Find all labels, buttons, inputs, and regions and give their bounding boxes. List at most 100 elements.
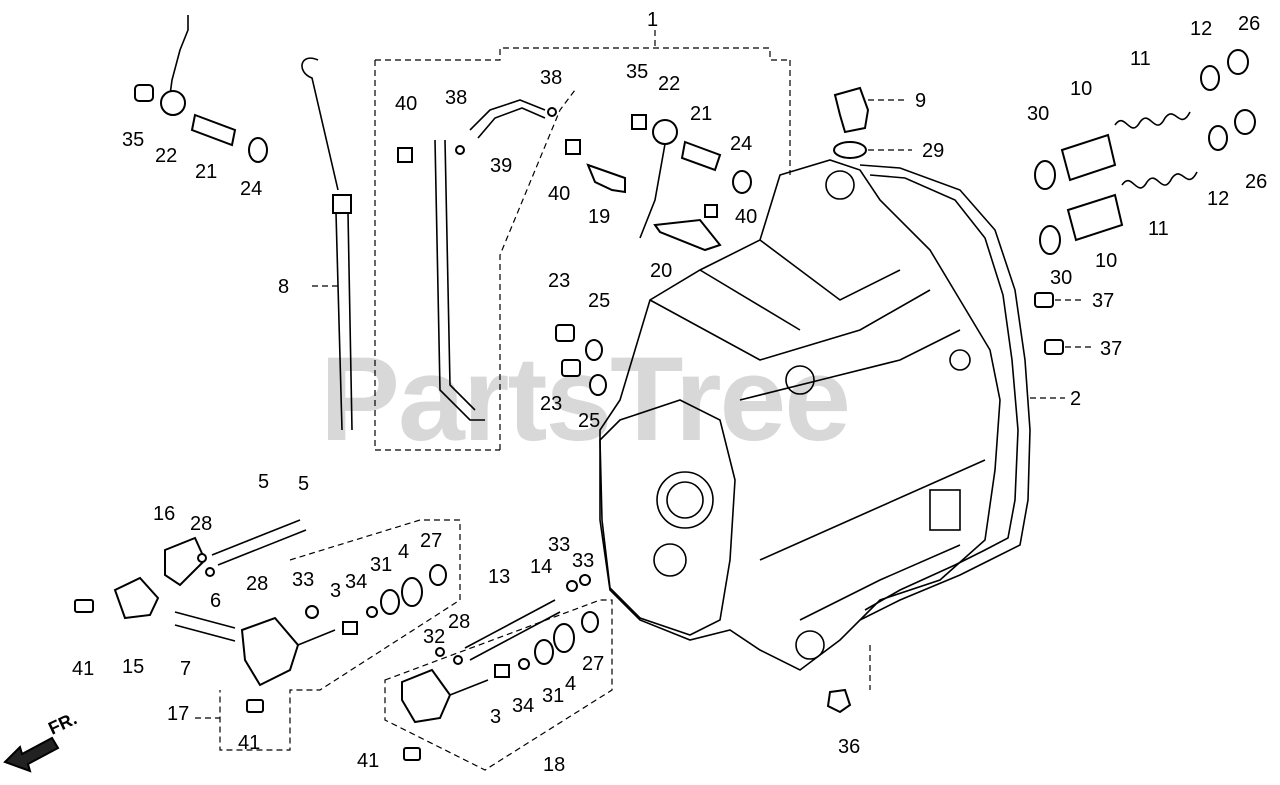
part-9-cap [833,86,870,134]
part-14-rod [469,611,561,661]
part-32 [435,647,445,657]
part-12-b [1208,125,1228,151]
part-37-a [1034,292,1054,308]
part-13-rod [464,599,556,649]
fr-label: FR. [45,708,80,738]
part-33-c [579,574,591,586]
callout-21b: 21 [690,103,712,125]
sensor-assembly-right [397,107,752,252]
callout-31a: 31 [370,554,392,576]
callout-10b: 10 [1095,250,1117,272]
case-bearing-bore [656,471,714,529]
callout-11b: 11 [1148,218,1169,240]
part-12-a [1200,65,1220,91]
case-boss-3 [795,630,825,660]
part-11-b-spring [1121,171,1198,189]
part-23-a [555,324,575,342]
callout-9: 9 [915,90,926,112]
part-21-right [680,140,722,172]
dipstick-cap [332,194,352,214]
part-38-a [455,145,465,155]
callout-22b: 22 [658,73,680,95]
part-27-a [429,564,447,586]
callout-18: 18 [543,754,565,776]
callout-33a: 33 [292,569,314,591]
case-bearing-bore-inner [666,481,704,519]
callout-39: 39 [490,155,512,177]
part-34-b [518,658,530,670]
case-flange-inner [864,174,1019,611]
breather-hose [469,99,546,131]
part-22-left [160,90,186,116]
callout-12b: 12 [1207,188,1229,210]
accumulator-parts [1030,49,1256,399]
case-rib-2 [699,269,801,331]
part-41-b [246,699,264,713]
dipstick-tube [434,99,546,421]
dipstick-rod [335,212,353,431]
watermark-text: PartsTree [320,332,849,466]
part-40-a [565,139,581,155]
case-rib-5 [759,459,986,561]
sensor-wire-right [639,143,666,239]
callout-labels: 1 2 3 3 4 4 5 5 6 7 8 9 10 10 11 11 12 1… [72,9,1267,776]
part-33-b [566,580,578,592]
callout-30b: 30 [1050,267,1072,289]
part-21-left [190,113,237,147]
part-10-a-piston [1060,133,1117,182]
callout-24a: 24 [240,178,262,200]
part-5-rod-a [211,519,301,556]
part-17-shaft [297,629,336,646]
part-4-a [401,577,423,607]
callout-34a: 34 [345,571,367,593]
callout-29: 29 [922,140,944,162]
callout-7: 7 [180,658,191,680]
part-28-c [453,655,463,665]
part-24-left [248,137,268,163]
part-31-a [380,589,400,615]
callout-28c: 28 [448,611,470,633]
group-box-1-divider [499,89,576,450]
part-28-b [205,567,215,577]
breather-hose-2 [477,107,546,139]
dipstick [301,57,353,431]
callout-27a: 27 [420,530,442,552]
part-22-right [652,119,678,145]
part-10-b-piston [1066,193,1124,242]
callout-28a: 28 [190,513,212,535]
group-box-17 [219,519,461,751]
callout-4a: 4 [398,541,409,563]
callout-40b: 40 [548,183,570,205]
callout-15: 15 [122,656,144,678]
part-11-a-spring [1114,111,1191,129]
callout-33b: 33 [548,534,570,556]
drain-plugs [555,324,607,396]
callout-25a: 25 [588,290,610,312]
part-15-body [113,576,160,620]
part-18-shaft [449,679,489,696]
callout-41a: 41 [72,658,94,680]
group-box-1-top [375,47,790,61]
part-41-a [74,599,94,613]
callout-25b: 25 [578,410,600,432]
part-40-b [704,204,718,218]
case-pad [929,489,961,531]
callout-4b: 4 [565,673,576,695]
case-front-face [599,399,736,636]
part-26-b [1234,109,1256,135]
part-25-a [585,339,603,361]
callout-26a: 26 [1238,13,1260,35]
part-25-b [589,374,607,396]
callout-38b: 38 [540,67,562,89]
callout-37a: 37 [1092,290,1114,312]
part-3-a [342,621,358,635]
callout-12a: 12 [1190,18,1212,40]
callout-36: 36 [838,736,860,758]
callout-6: 6 [210,590,221,612]
callout-17: 17 [167,703,189,725]
part-20-bracket [653,218,722,252]
callout-27b: 27 [582,653,604,675]
part-34-a [366,606,378,618]
part-28-a [197,553,207,563]
